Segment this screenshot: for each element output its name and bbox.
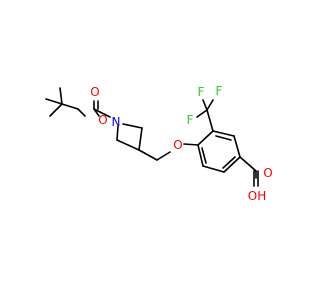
bond [222,156,236,169]
bond [45,98,63,105]
bond [202,165,225,173]
atom-label: O [98,113,107,127]
atom-label: O [90,85,99,99]
bond [122,123,143,129]
bond [93,108,111,118]
bond [223,156,241,173]
bond-layer [45,87,259,187]
bond [206,109,214,132]
bond [138,127,143,151]
bond [206,99,214,111]
bond [59,87,63,105]
bond [116,139,140,151]
bond [201,147,207,164]
bond [49,103,63,117]
bond [197,144,204,167]
bond [138,149,158,161]
atom-label: F [216,84,223,98]
structure-diagram: O O N O F F F O OH [45,84,273,203]
bond [156,151,171,161]
bond [77,108,86,117]
atom-label: N [112,115,121,129]
bond [197,130,214,146]
atom-label: OH [248,189,266,203]
atom-label-layer: O O N O F F F O OH [90,84,272,203]
bond [233,135,241,158]
bond [61,103,79,110]
bond [212,130,235,137]
bond [196,109,208,118]
bond [202,99,208,111]
bond [116,125,119,141]
molecule-svg: O O N O F F F O OH [45,84,273,203]
bond [215,135,232,141]
atom-label: O [263,166,272,180]
bond [183,143,199,146]
atom-label: O [173,138,182,152]
bond [239,156,257,172]
atom-label: F [198,85,205,99]
atom-label: F [187,113,194,127]
